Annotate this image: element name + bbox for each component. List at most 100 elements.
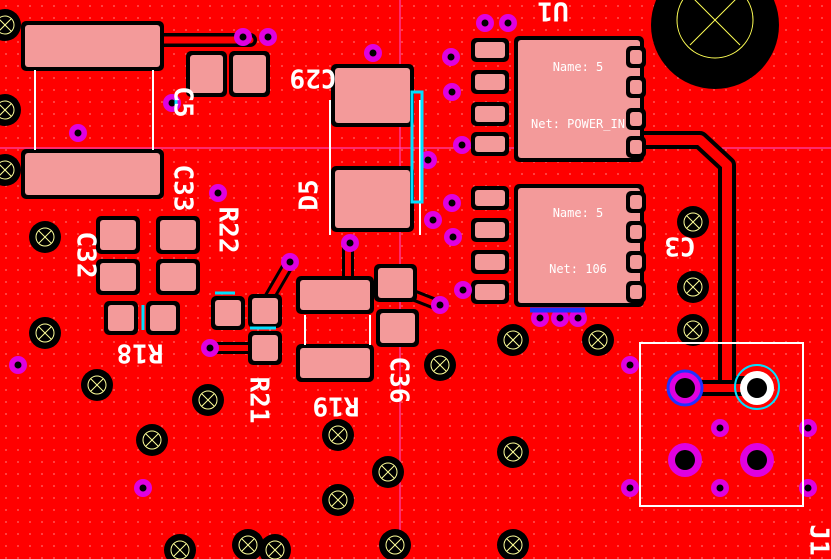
smd-pad[interactable]: [626, 191, 646, 213]
designator-c3[interactable]: C3: [664, 231, 695, 261]
via[interactable]: [799, 419, 817, 437]
via[interactable]: [134, 479, 152, 497]
smd-pad[interactable]: [471, 250, 509, 274]
smd-pad[interactable]: [471, 218, 509, 242]
smd-pad[interactable]: [21, 149, 164, 199]
smd-pad[interactable]: [376, 309, 419, 347]
via[interactable]: [621, 356, 639, 374]
pad-layer[interactable]: [21, 21, 646, 382]
via[interactable]: [9, 356, 27, 374]
stitching-hole: [164, 534, 196, 559]
via[interactable]: [444, 228, 462, 246]
smd-pad[interactable]: [626, 221, 646, 243]
u3-net-label: Net: 106: [549, 262, 607, 276]
smd-pad[interactable]: [211, 296, 245, 330]
u1-net-label: Net: POWER_IN: [531, 117, 625, 131]
via[interactable]: [281, 253, 299, 271]
designator-r18[interactable]: R18: [117, 338, 164, 368]
smd-pad[interactable]: [248, 331, 282, 365]
connector-pin[interactable]: [740, 443, 774, 477]
smd-pad[interactable]: [626, 251, 646, 273]
smd-pad[interactable]: [96, 259, 140, 295]
via[interactable]: [443, 194, 461, 212]
designator-u1[interactable]: U1: [537, 0, 568, 26]
smd-pad[interactable]: [626, 108, 646, 130]
via[interactable]: [711, 419, 729, 437]
smd-pad[interactable]: [96, 216, 140, 254]
smd-pad[interactable]: [471, 186, 509, 210]
connector-pin[interactable]: [740, 371, 774, 405]
via[interactable]: [443, 83, 461, 101]
via[interactable]: [442, 48, 460, 66]
smd-pad[interactable]: [229, 51, 270, 97]
smd-pad[interactable]: [471, 132, 509, 156]
via[interactable]: [531, 309, 549, 327]
smd-pad[interactable]: [146, 301, 180, 335]
smd-pad[interactable]: [331, 64, 414, 127]
smd-pad[interactable]: [514, 184, 644, 307]
via[interactable]: [431, 296, 449, 314]
smd-pad[interactable]: [626, 46, 646, 68]
stitching-hole: [0, 94, 21, 126]
mounting-hole[interactable]: [651, 0, 779, 89]
designator-c33[interactable]: C33: [168, 165, 198, 212]
silkscreen-outlines: [34, 70, 804, 507]
smd-pad[interactable]: [471, 38, 509, 62]
via[interactable]: [424, 211, 442, 229]
stitching-hole: [259, 534, 291, 559]
stitching-hole: [677, 314, 709, 346]
stitching-hole: [497, 436, 529, 468]
connector-pin[interactable]: [666, 369, 704, 407]
smd-pad[interactable]: [626, 76, 646, 98]
smd-pad[interactable]: [186, 51, 227, 97]
smd-pad[interactable]: [156, 259, 200, 295]
via-layer[interactable]: [9, 14, 817, 497]
designator-r22[interactable]: R22: [213, 207, 243, 254]
smd-pad[interactable]: [374, 264, 417, 302]
stitching-hole: [677, 206, 709, 238]
via[interactable]: [454, 281, 472, 299]
smd-pad[interactable]: [104, 301, 138, 335]
smd-pad[interactable]: [156, 216, 200, 254]
designator-c5[interactable]: C5: [168, 86, 198, 117]
via[interactable]: [259, 28, 277, 46]
via[interactable]: [234, 28, 252, 46]
via[interactable]: [476, 14, 494, 32]
stitching-hole: [0, 154, 21, 186]
smd-pad[interactable]: [514, 36, 644, 162]
via[interactable]: [209, 184, 227, 202]
via[interactable]: [453, 136, 471, 154]
smd-pad[interactable]: [471, 102, 509, 126]
via[interactable]: [799, 479, 817, 497]
designator-c36[interactable]: C36: [384, 357, 414, 404]
stitching-hole: [29, 317, 61, 349]
connector-pin[interactable]: [668, 443, 702, 477]
via[interactable]: [711, 479, 729, 497]
via[interactable]: [499, 14, 517, 32]
designator-c29[interactable]: C29: [290, 63, 337, 93]
via[interactable]: [621, 479, 639, 497]
smd-pad[interactable]: [21, 21, 164, 71]
smd-pad[interactable]: [296, 276, 374, 314]
designator-d5[interactable]: D5: [295, 179, 325, 210]
via[interactable]: [569, 309, 587, 327]
via[interactable]: [551, 309, 569, 327]
via[interactable]: [201, 339, 219, 357]
via[interactable]: [341, 234, 359, 252]
designator-r21[interactable]: R21: [244, 377, 274, 424]
designator-c32[interactable]: C32: [71, 232, 101, 279]
smd-pad[interactable]: [248, 294, 282, 328]
designator-r19[interactable]: R19: [313, 391, 360, 421]
smd-pad[interactable]: [471, 280, 509, 304]
stitching-hole: [497, 324, 529, 356]
smd-pad[interactable]: [331, 166, 414, 232]
smd-pad[interactable]: [626, 281, 646, 303]
smd-pad[interactable]: [471, 70, 509, 94]
smd-pad[interactable]: [296, 344, 374, 382]
smd-pad[interactable]: [626, 136, 646, 158]
via[interactable]: [69, 124, 87, 142]
designator-j1[interactable]: J1: [804, 524, 831, 555]
via[interactable]: [364, 44, 382, 62]
